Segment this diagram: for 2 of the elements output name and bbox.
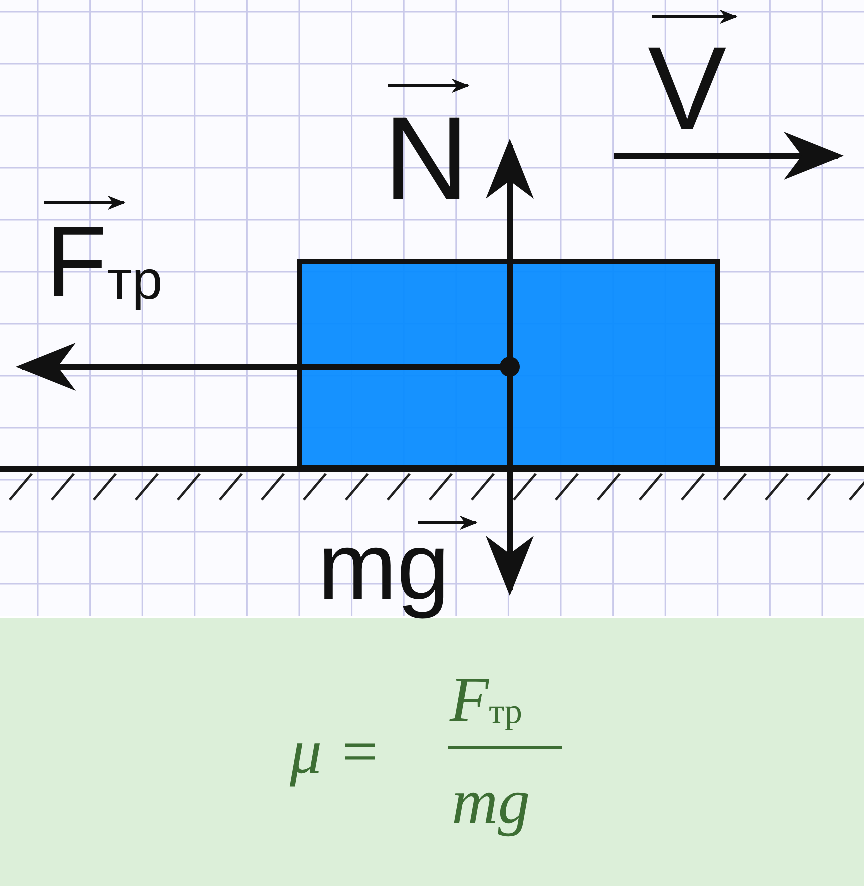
- vector-label: N: [384, 100, 470, 218]
- vector-label: V: [648, 30, 727, 148]
